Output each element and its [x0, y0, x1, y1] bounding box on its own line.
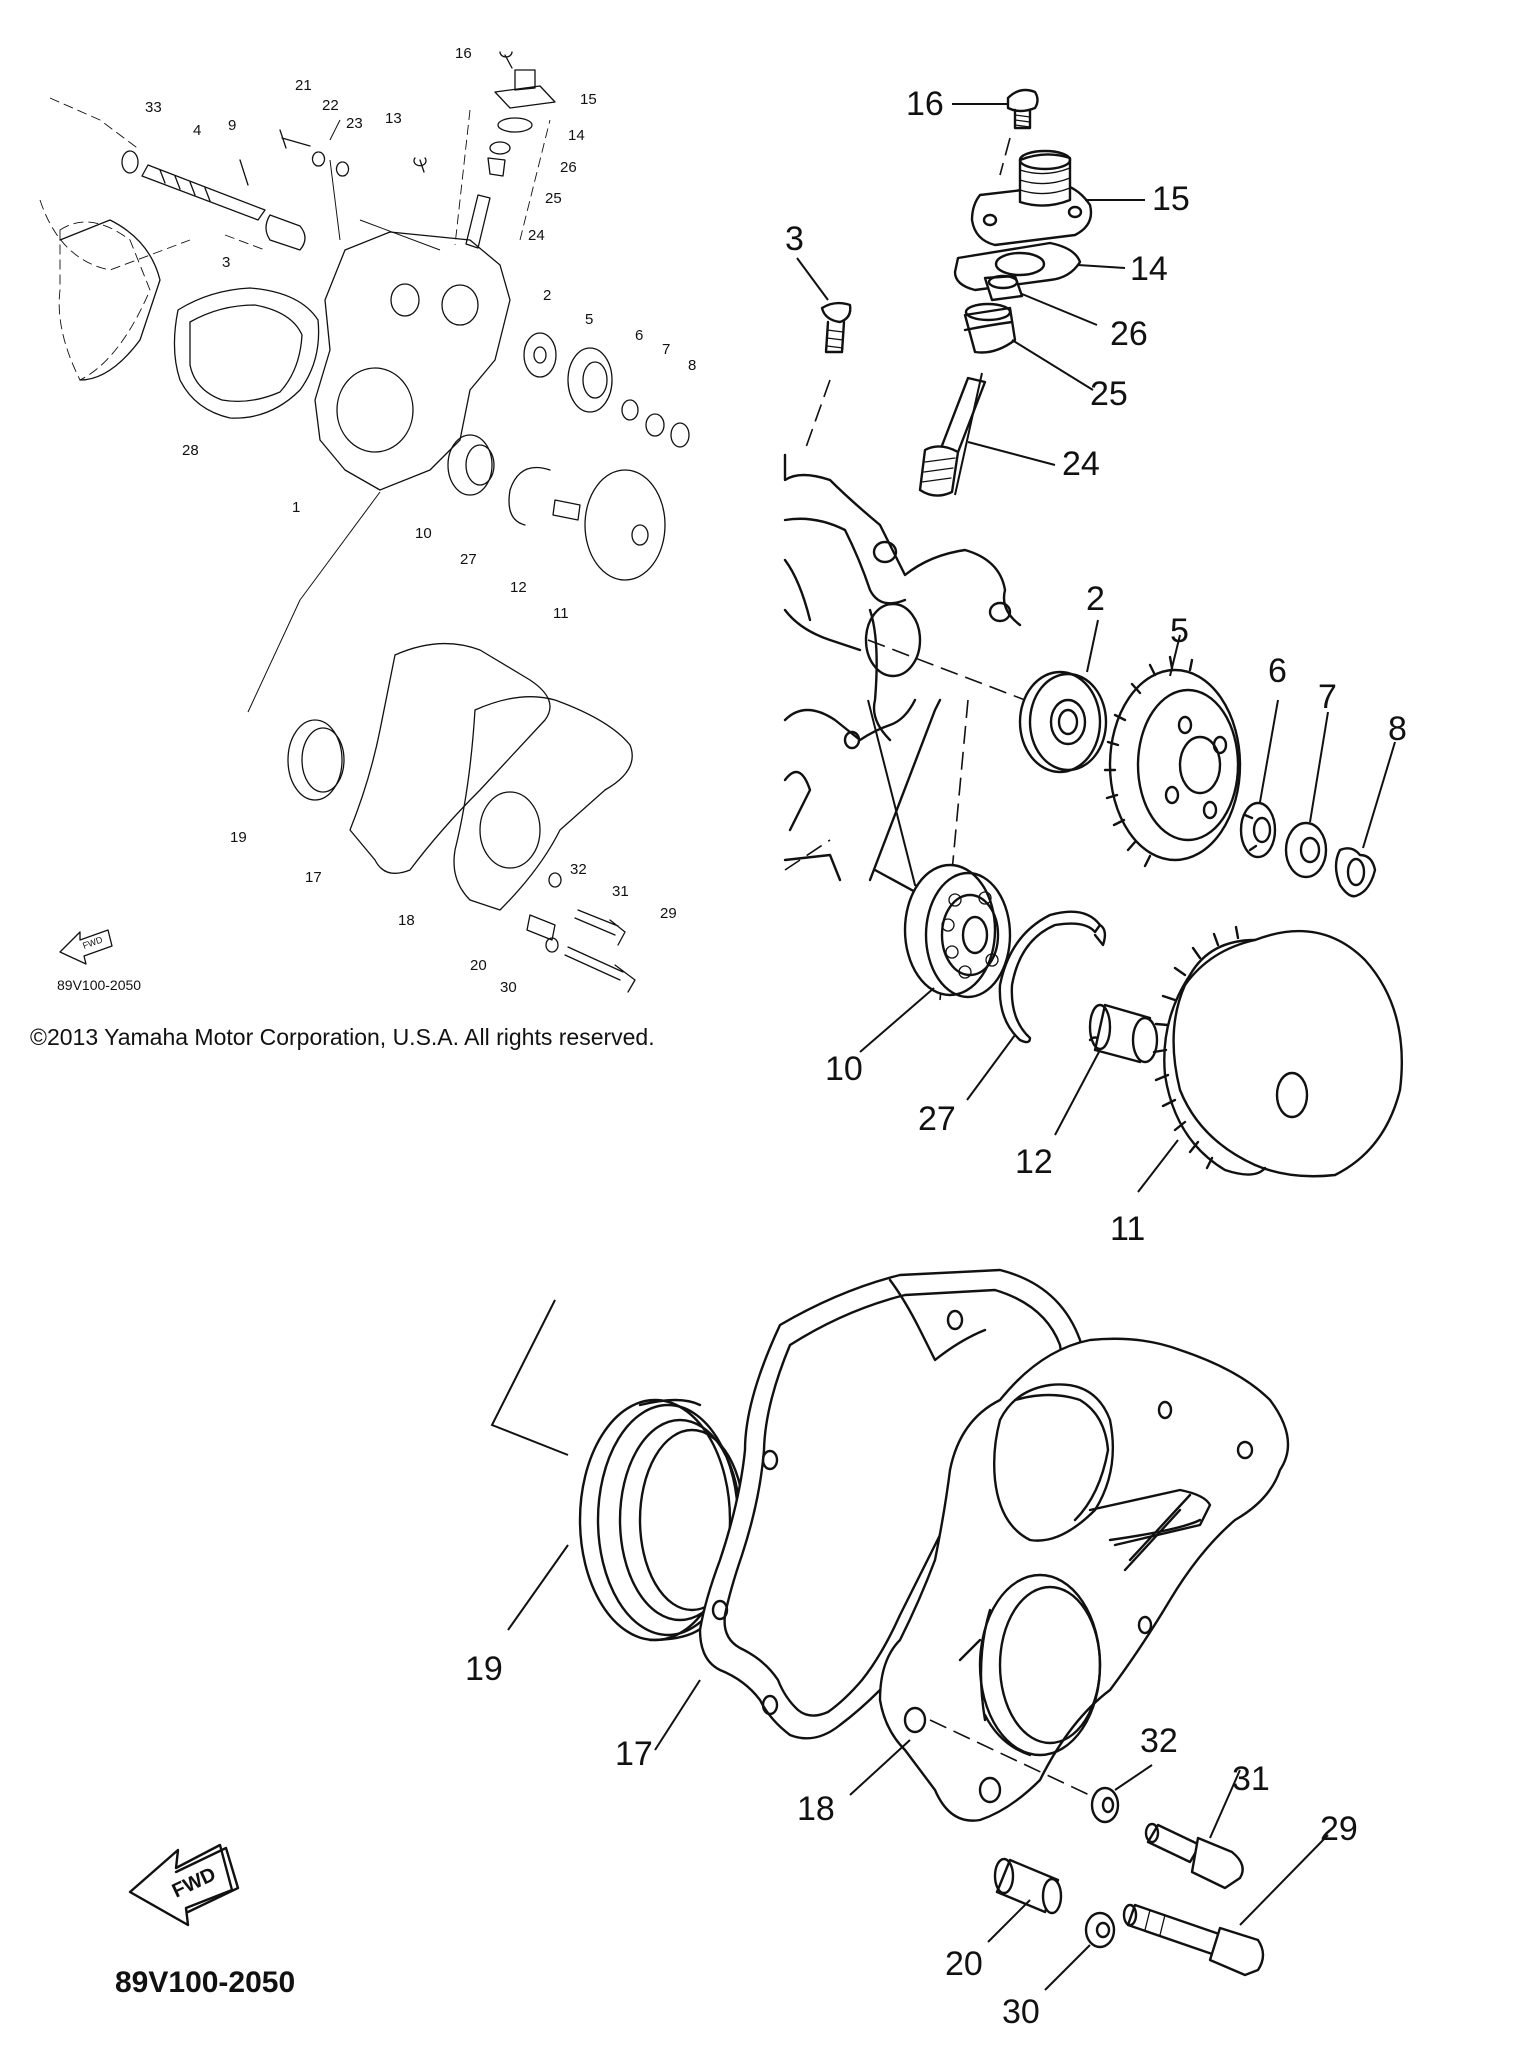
gasket-28-shape — [173, 287, 320, 419]
part-label-16: 16 — [906, 85, 944, 123]
sleeve-25 — [963, 302, 1017, 354]
gasket-17 — [698, 1268, 1154, 1740]
part-label-11: 11 — [1110, 1210, 1145, 1248]
small-label: 12 — [510, 579, 527, 596]
washer-32 — [1090, 1786, 1120, 1824]
fwd-arrow-icon: FWD — [59, 929, 113, 965]
part-label-19: 19 — [465, 1650, 503, 1688]
screw-16 — [1006, 88, 1039, 130]
small-label: 2 — [543, 287, 551, 304]
small-label: 6 — [635, 327, 643, 344]
part-label-25: 25 — [1090, 375, 1128, 413]
gasket-17-shape — [349, 642, 551, 874]
part-label-17: 17 — [615, 1735, 653, 1773]
part-label-6: 6 — [1268, 652, 1287, 690]
small-label: 28 — [182, 442, 199, 459]
washer-7 — [1284, 821, 1328, 879]
part-label-26: 26 — [1110, 315, 1148, 353]
small-label: 18 — [398, 912, 415, 929]
part-label-14: 14 — [1130, 250, 1168, 288]
dowel-20 — [993, 1857, 1063, 1915]
cover-18-shape — [453, 696, 633, 911]
part-label-24: 24 — [1062, 445, 1100, 483]
fwd-label: FWD — [81, 934, 104, 951]
speedo-gear-24 — [918, 376, 987, 497]
small-label: 21 — [295, 77, 312, 94]
part-label-2: 2 — [1086, 580, 1105, 618]
washer-30 — [1084, 1911, 1116, 1949]
small-label: 29 — [660, 905, 677, 922]
small-label: 22 — [322, 97, 339, 114]
part-label-29: 29 — [1320, 1810, 1358, 1848]
small-label: 16 — [455, 45, 472, 62]
dowel-pin-12 — [1088, 1003, 1159, 1064]
small-label: 31 — [612, 883, 629, 900]
small-label: 11 — [553, 605, 569, 622]
small-label: 1 — [292, 499, 300, 516]
small-label: 17 — [305, 869, 322, 886]
speedo-fitting-15 — [970, 149, 1093, 247]
diagram-code: 89V100-2050 — [57, 977, 141, 993]
circlip-8 — [1334, 847, 1377, 898]
bushing-26 — [983, 274, 1024, 302]
small-label: 10 — [415, 525, 432, 542]
small-label: 13 — [385, 110, 402, 127]
part-label-3: 3 — [785, 220, 804, 258]
small-label: 23 — [346, 115, 363, 132]
small-label: 14 — [568, 127, 585, 144]
small-diagram: 33 4 9 21 22 23 13 16 15 14 26 25 24 3 2… — [39, 45, 696, 996]
part-label-15: 15 — [1152, 180, 1190, 218]
part-label-7: 7 — [1318, 678, 1337, 716]
small-label: 15 — [580, 91, 597, 108]
bolt-31 — [1144, 1822, 1244, 1890]
gear-5 — [1103, 655, 1242, 868]
part-label-12: 12 — [1015, 1143, 1053, 1181]
part-label-10: 10 — [825, 1050, 863, 1088]
small-label: 5 — [585, 311, 593, 328]
part-label-27: 27 — [918, 1100, 956, 1138]
small-label: 24 — [528, 227, 545, 244]
small-label: 7 — [662, 341, 670, 358]
small-label: 27 — [460, 551, 477, 568]
small-label: 19 — [230, 829, 247, 846]
small-label: 4 — [193, 122, 201, 139]
fwd-arrow-icon: FWD — [128, 1843, 240, 1927]
small-label: 32 — [570, 861, 587, 878]
bolt-29 — [1122, 1903, 1265, 1977]
part-label-20: 20 — [945, 1945, 983, 1983]
bolt-3 — [820, 301, 852, 354]
gear-case-1-shape — [314, 231, 511, 491]
small-label: 9 — [228, 117, 236, 134]
part-label-8: 8 — [1388, 710, 1407, 748]
small-label: 33 — [145, 99, 162, 116]
small-label: 25 — [545, 190, 562, 207]
gear-11 — [1152, 925, 1404, 1178]
diagram-code: 89V100-2050 — [115, 1966, 295, 1999]
small-label: 3 — [222, 254, 230, 271]
part-label-32: 32 — [1140, 1722, 1178, 1760]
large-diagram: 16 15 3 14 26 25 24 2 5 6 7 8 10 27 12 1… — [115, 85, 1407, 2031]
part-label-31: 31 — [1232, 1760, 1270, 1798]
cover-18 — [878, 1337, 1290, 1822]
bearing-2 — [1018, 670, 1108, 774]
bearing-10 — [903, 863, 1012, 999]
small-label: 8 — [688, 357, 696, 374]
part-label-18: 18 — [797, 1790, 835, 1828]
small-label: 20 — [470, 957, 487, 974]
part-label-5: 5 — [1170, 612, 1189, 650]
copyright-notice: ©2013 Yamaha Motor Corporation, U.S.A. A… — [30, 1024, 655, 1050]
lock-washer-6 — [1239, 801, 1277, 859]
part-label-30: 30 — [1002, 1993, 1040, 2031]
small-label: 26 — [560, 159, 577, 176]
small-label: 30 — [500, 979, 517, 996]
